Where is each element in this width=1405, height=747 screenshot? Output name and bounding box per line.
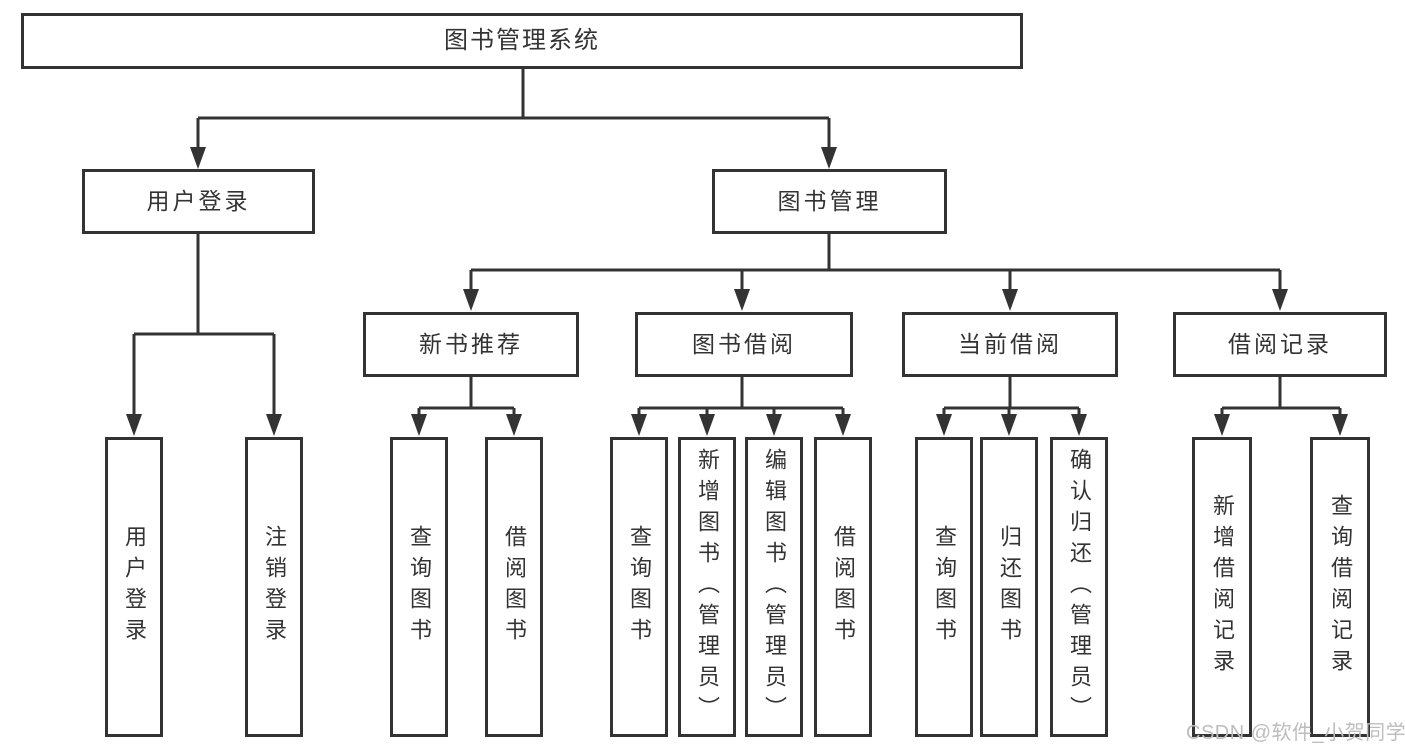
arrowheads [126, 147, 1348, 436]
node-label: 归还图书 [997, 525, 1022, 649]
node-label: 借阅记录 [1228, 331, 1332, 357]
node-label: 借阅图书 [502, 525, 527, 649]
node-leaf-query-borrow-record: 查询借阅记录 [1310, 437, 1370, 737]
node-leaf-query-books-borrowing: 查询图书 [610, 437, 668, 737]
node-book-borrowing: 图书借阅 [635, 312, 853, 377]
node-label: 借阅图书 [831, 525, 856, 649]
node-leaf-user-login: 用户登录 [105, 437, 163, 737]
node-leaf-query-books-recommend: 查询图书 [390, 437, 448, 737]
node-leaf-edit-books-admin: 编辑图书（管理员） [745, 437, 803, 737]
node-borrowing-records: 借阅记录 [1173, 312, 1387, 377]
node-label: 确认归还（管理员） [1067, 447, 1092, 727]
node-label: 图书管理 [777, 188, 882, 214]
node-label: 查询图书 [932, 525, 957, 649]
node-new-book-recommend: 新书推荐 [363, 312, 579, 377]
node-leaf-return-books: 归还图书 [980, 437, 1038, 737]
node-root-library-management-system: 图书管理系统 [21, 13, 1023, 69]
node-label: 查询借阅记录 [1328, 494, 1353, 680]
node-leaf-query-books-current: 查询图书 [915, 437, 973, 737]
node-current-borrowing: 当前借阅 [902, 312, 1118, 377]
node-label: 编辑图书（管理员） [762, 447, 787, 727]
node-leaf-add-books-admin: 新增图书（管理员） [678, 437, 736, 737]
csdn-watermark: CSDN @软件_小贺同学 [1186, 722, 1405, 744]
node-label: 新增图书（管理员） [695, 447, 720, 727]
node-user-login: 用户登录 [82, 169, 315, 234]
node-label: 新书推荐 [419, 331, 523, 357]
node-label: 用户登录 [146, 188, 251, 214]
node-leaf-confirm-return-admin: 确认归还（管理员） [1050, 437, 1108, 737]
node-label: 图书借阅 [692, 331, 796, 357]
node-leaf-borrow-books-recommend: 借阅图书 [485, 437, 543, 737]
node-label: 用户登录 [122, 525, 147, 649]
node-label: 当前借阅 [958, 331, 1062, 357]
node-label: 注销登录 [262, 525, 287, 649]
node-label: 新增借阅记录 [1210, 494, 1235, 680]
node-book-management: 图书管理 [712, 169, 947, 234]
node-leaf-borrow-books: 借阅图书 [814, 437, 872, 737]
node-label: 查询图书 [627, 525, 652, 649]
node-leaf-add-borrow-record: 新增借阅记录 [1192, 437, 1252, 737]
node-label: 查询图书 [407, 525, 432, 649]
node-leaf-logout: 注销登录 [245, 437, 303, 737]
node-label: 图书管理系统 [444, 27, 600, 54]
